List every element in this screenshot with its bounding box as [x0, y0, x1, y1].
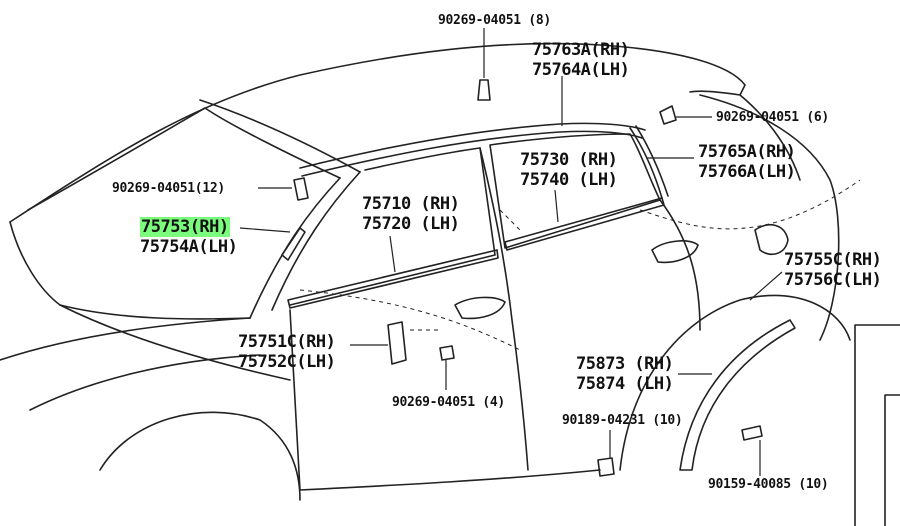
hood-line [0, 317, 251, 361]
clip-bottom-shape [439, 345, 455, 361]
rear-door-edge [659, 199, 701, 331]
label-pillar-lh: 75754A(LH) [140, 237, 238, 257]
screw-shape [741, 425, 763, 441]
label-clip-bottom: 90269-04051 (4) [392, 395, 505, 410]
label-rear-belt-lh: 75740 (LH) [520, 170, 618, 190]
clip-rocker-shape [597, 457, 615, 477]
label-mirror-rh: 75751C(RH) [238, 332, 336, 352]
side-mirror [387, 321, 407, 365]
front-door-handle [454, 296, 506, 320]
fuel-door [754, 224, 789, 256]
leader-front-belt [389, 235, 396, 273]
leader-pillar [239, 227, 291, 233]
rear-window [489, 133, 661, 249]
front-belt-moulding [287, 249, 499, 309]
roof-moulding [299, 122, 646, 169]
windshield-lower [9, 221, 251, 320]
front-fender [29, 354, 261, 411]
rear-door-handle [651, 240, 699, 264]
label-clip-rocker: 90189-04231 (10) [562, 413, 683, 428]
leader-rear-belt [554, 189, 559, 223]
rear-wheel-arch-moulding [679, 319, 796, 471]
label-mirror-lh: 75752C(LH) [238, 352, 336, 372]
b-pillar [479, 147, 529, 471]
lower-body [299, 469, 601, 491]
label-clip-top: 90269-04051 (8) [438, 13, 551, 28]
clip-left-shape [293, 177, 309, 201]
roof-moulding-2 [301, 130, 643, 177]
label-pillar-rh: 75753(RH) [140, 217, 230, 237]
dashed-guide-4 [499, 209, 521, 231]
front-wheel-arch [99, 411, 301, 501]
label-wheel-arch-rh: 75755C(RH) [784, 250, 882, 270]
label-clip-rear: 90269-04051 (6) [716, 110, 829, 125]
clip-rear-shape [659, 105, 677, 125]
label-clip-left: 90269-04051(12) [112, 181, 225, 196]
rear-wheel-arch [619, 294, 851, 471]
inset-frame [854, 324, 900, 526]
dashed-guide-3 [639, 179, 861, 230]
rear-quarter [699, 94, 840, 341]
clip-top-shape [477, 79, 491, 101]
label-rear-door-top-rh: 75765A(RH) [698, 142, 796, 162]
highlighted-part-number: 75753(RH) [140, 217, 230, 237]
label-front-belt-lh: 75720 (LH) [362, 214, 460, 234]
label-rocker-lh: 75874 (LH) [576, 374, 674, 394]
label-rear-door-top-lh: 75766A(LH) [698, 162, 796, 182]
dashed-guide-1 [299, 289, 521, 351]
label-rocker-rh: 75873 (RH) [576, 354, 674, 374]
label-wheel-arch-lh: 75756C(LH) [784, 270, 882, 290]
front-door-edge [289, 309, 301, 491]
rear-door-top-moulding [629, 127, 663, 199]
body-lower-line [59, 304, 291, 381]
roof-outline [9, 42, 746, 223]
label-roof-lh: 75764A(LH) [532, 60, 630, 80]
label-screw: 90159-40085 (10) [708, 477, 829, 492]
rear-quarter-2 [739, 94, 801, 181]
pillar-moulding-shape [281, 227, 306, 261]
leader-wheel-arch [749, 271, 783, 301]
label-rear-belt-rh: 75730 (RH) [520, 150, 618, 170]
rear-door-top-moulding-2 [635, 125, 669, 197]
windshield-top [199, 99, 361, 173]
label-roof-rh: 75763A(RH) [532, 40, 630, 60]
windshield-inner [27, 107, 341, 211]
label-front-belt-rh: 75710 (RH) [362, 194, 460, 214]
a-pillar-inner [271, 171, 361, 311]
